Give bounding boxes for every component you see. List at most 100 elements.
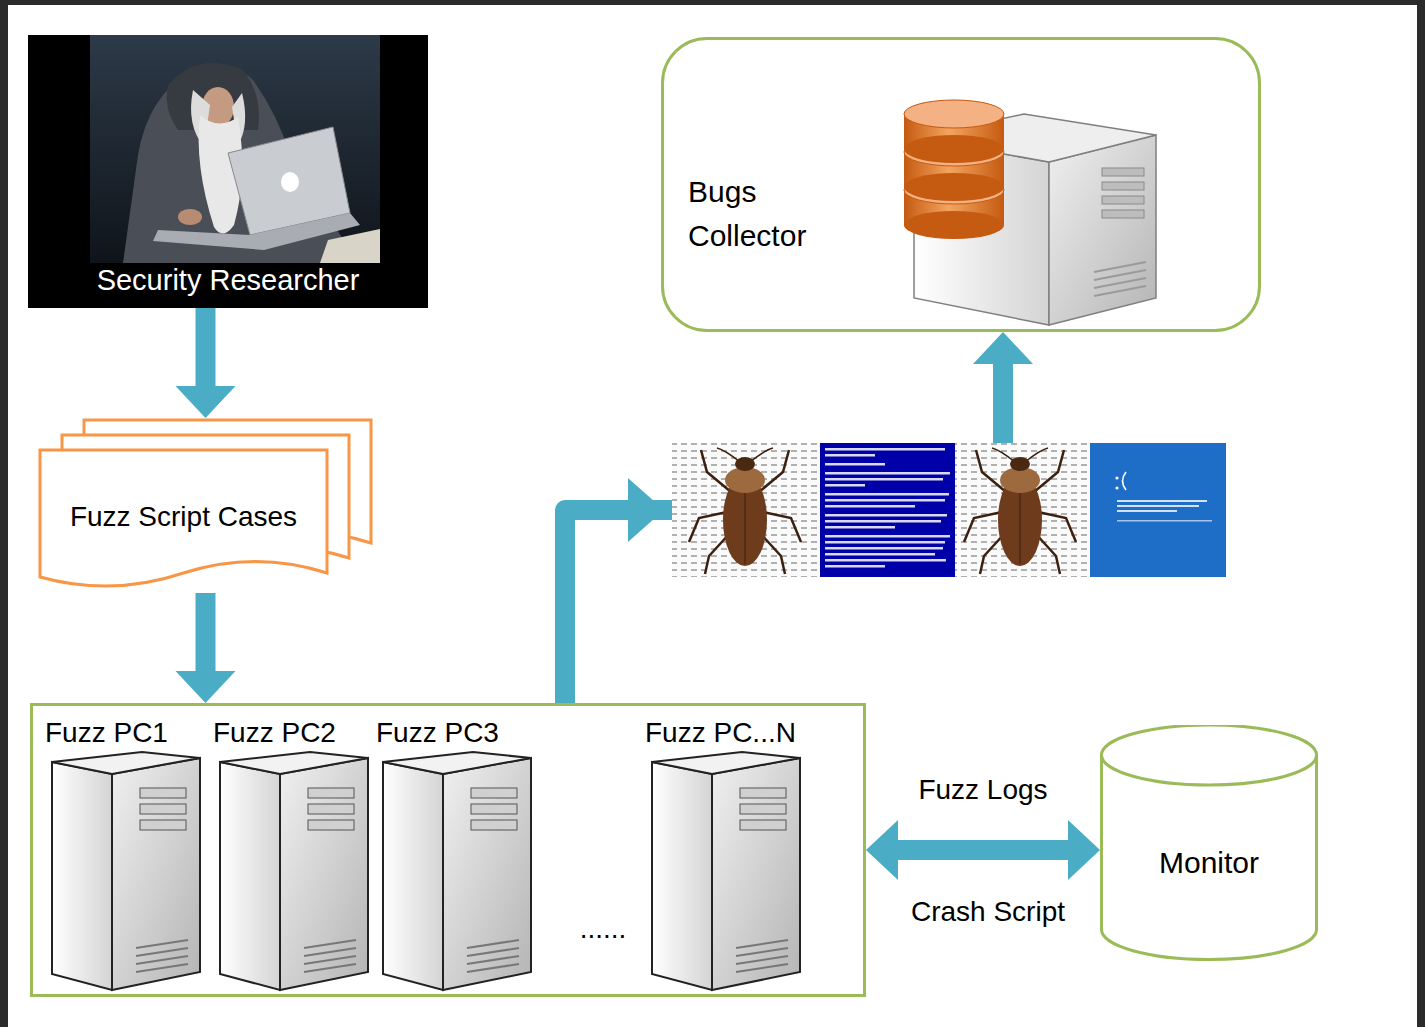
vent-line <box>304 940 356 948</box>
cockroach-picture <box>689 448 801 574</box>
text-slot: Fuzz Script Cases <box>40 500 327 534</box>
arrow-head <box>866 820 898 880</box>
drive-bay <box>140 788 186 798</box>
server-tower <box>383 752 531 990</box>
machine-name: Fuzz PC2 <box>213 716 336 750</box>
arrow-head <box>176 671 236 703</box>
vent-line <box>467 964 519 972</box>
tower-top <box>383 752 531 774</box>
database-disk <box>904 211 1004 239</box>
text-slot: Fuzz PC1 <box>45 716 213 750</box>
text-slot: Bugs Collector <box>688 170 873 257</box>
arrow-shaft <box>196 593 216 673</box>
hand <box>178 209 202 225</box>
arrow-shaft <box>565 362 1003 703</box>
machine-name: Fuzz PC1 <box>45 716 168 750</box>
code-noise-panel <box>955 443 1090 577</box>
sad-face <box>1115 472 1212 522</box>
flow-arrow <box>176 593 236 703</box>
vent-line <box>1094 286 1146 296</box>
arrow-head <box>973 332 1033 364</box>
tower-top <box>220 752 368 774</box>
tower-side <box>383 762 443 990</box>
tower-top <box>652 752 800 774</box>
cockroach-picture <box>964 448 1076 574</box>
flow-arrow <box>866 820 1100 880</box>
bug-image-strip <box>672 443 1226 577</box>
monitor-cylinder-art <box>1100 725 1318 961</box>
vent-line <box>736 956 788 964</box>
document-page <box>40 450 327 586</box>
wizard-photo <box>90 35 380 263</box>
drive-bay <box>308 788 354 798</box>
code-noise-panel <box>672 443 820 577</box>
tower-front <box>443 758 531 990</box>
drive-bay <box>471 788 517 798</box>
text-slot: Security Researcher <box>28 263 428 298</box>
drive-bay <box>740 820 786 830</box>
photo-sky <box>90 35 380 263</box>
bsod-lines <box>825 448 950 568</box>
text-slot: Fuzz PC2 <box>213 716 381 750</box>
vent-line <box>736 948 788 956</box>
server-tower <box>220 752 368 990</box>
arrow-head <box>176 386 236 418</box>
label-slot: Crash Script <box>911 895 1065 929</box>
vent-line <box>304 956 356 964</box>
tower-side <box>652 762 712 990</box>
database-disk <box>904 135 1004 163</box>
arrow-head <box>628 478 664 542</box>
vent-line <box>136 964 188 972</box>
drive-bay <box>1102 210 1144 218</box>
vent-line <box>136 948 188 956</box>
collector-box: Bugs Collector <box>661 37 1261 332</box>
drive-bay <box>308 804 354 814</box>
vent-line <box>304 948 356 956</box>
tower-front <box>712 758 800 990</box>
node-label: Monitor <box>1159 845 1259 881</box>
vent-line <box>467 956 519 964</box>
machine-name: Fuzz PC...N <box>645 716 796 750</box>
server-tower <box>52 752 200 990</box>
flow-label: Crash Script <box>911 895 1065 929</box>
node-label: Security Researcher <box>97 263 360 298</box>
vent-line <box>136 956 188 964</box>
database-disk-top <box>904 100 1004 128</box>
server-front <box>1049 135 1156 325</box>
machine-name: Fuzz PC3 <box>376 716 499 750</box>
vent-line <box>467 940 519 948</box>
edge-label: Fuzz Logs <box>918 773 1047 807</box>
document-stack: Fuzz Script Cases <box>38 418 373 593</box>
bsod-panel <box>820 443 955 577</box>
tower-side <box>52 762 112 990</box>
drive-bay <box>1102 196 1144 204</box>
text-slot: Fuzz PC3 <box>376 716 544 750</box>
node-label: Fuzz Script Cases <box>70 500 297 534</box>
node-label: Bugs Collector <box>688 170 873 257</box>
monitor-cylinder: Monitor <box>1100 725 1318 961</box>
arrow-head <box>1068 820 1100 880</box>
drive-bay <box>471 804 517 814</box>
arrow-shaft <box>896 840 1070 860</box>
researcher-photo: Security Researcher <box>28 35 428 308</box>
drive-bay <box>1102 168 1144 176</box>
edge-label-slot: Fuzz Logs <box>918 773 1047 807</box>
drive-bay <box>140 804 186 814</box>
flow-arrow <box>176 308 236 418</box>
tower-side <box>220 762 280 990</box>
database-disk <box>904 173 1004 201</box>
ellipsis-mark: ...... <box>580 912 627 946</box>
text-slot: Fuzz PC...N <box>645 716 813 750</box>
tower-front <box>280 758 368 990</box>
cylinder-body <box>1102 725 1317 960</box>
papers <box>320 229 380 263</box>
cylinder-rim <box>1102 755 1317 785</box>
label-slot: ...... <box>580 912 627 946</box>
drive-bay <box>140 820 186 830</box>
vent-line <box>304 964 356 972</box>
hood <box>167 63 259 130</box>
vent-line <box>136 940 188 948</box>
win10-crash-panel <box>1090 443 1226 577</box>
drive-bay <box>308 820 354 830</box>
